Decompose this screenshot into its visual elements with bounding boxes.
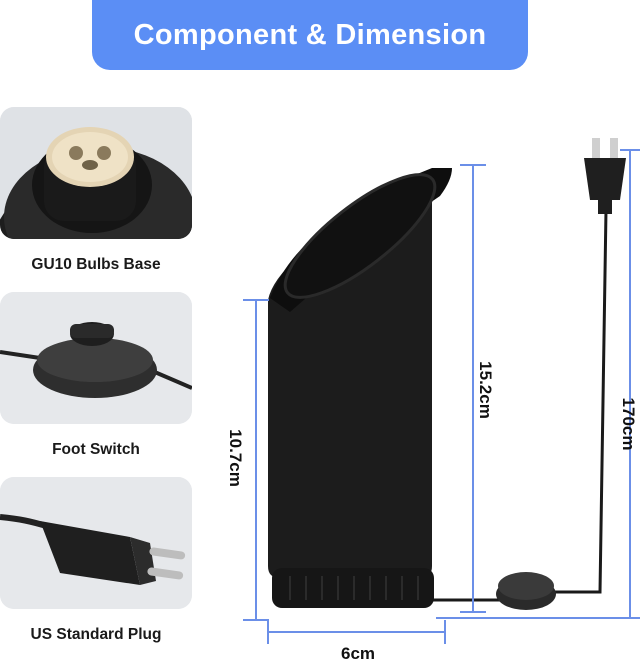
body-height-label: 10.7cm — [226, 429, 245, 487]
foot-switch-caption: Foot Switch — [52, 441, 140, 458]
us-plug-caption: US Standard Plug — [30, 626, 162, 643]
gu10-base-caption: GU10 Bulbs Base — [31, 256, 161, 273]
plug-pin-icon — [592, 138, 600, 160]
two-pin-plug-icon — [0, 477, 192, 609]
foot-switch-thumbnail — [0, 292, 192, 424]
gu10-socket-icon — [0, 107, 192, 239]
foot-switch-icon — [0, 292, 192, 424]
lamp-height-label: 15.2cm — [476, 361, 495, 419]
power-cord — [555, 209, 608, 594]
us-plug-thumbnail — [0, 477, 192, 609]
gu10-base-thumbnail — [0, 107, 192, 239]
cord-length-label: 170cm — [619, 397, 638, 451]
title-banner: Component & Dimension — [92, 0, 528, 70]
plug-icon — [584, 158, 626, 200]
lamp-product-illustration — [243, 138, 640, 644]
banner-title: Component & Dimension — [133, 18, 487, 51]
width-label: 6cm — [340, 644, 376, 663]
